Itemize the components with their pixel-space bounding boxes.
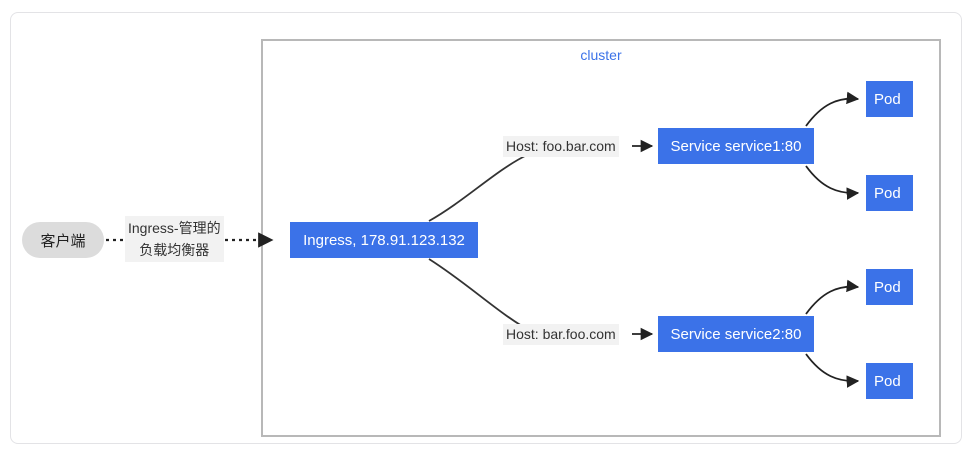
- ingress-node[interactable]: Ingress, 178.91.123.132: [290, 222, 478, 258]
- ingress-load-balancer-edge-label: Ingress-管理的 负载均衡器: [125, 216, 224, 262]
- ingress-lb-label-line2: 负载均衡器: [139, 242, 210, 258]
- client-node-label: 客户端: [40, 232, 86, 250]
- pod-3-node-label: Pod: [874, 278, 901, 296]
- service-1-node-label: Service service1:80: [670, 137, 802, 155]
- service-2-node-label: Service service2:80: [670, 325, 802, 343]
- pod-1-node-label: Pod: [874, 90, 901, 108]
- pod-1-node[interactable]: Pod: [866, 81, 913, 117]
- service-2-node[interactable]: Service service2:80: [658, 316, 814, 352]
- service-1-node[interactable]: Service service1:80: [658, 128, 814, 164]
- pod-3-node[interactable]: Pod: [866, 269, 913, 305]
- pod-2-node[interactable]: Pod: [866, 175, 913, 211]
- pod-2-node-label: Pod: [874, 184, 901, 202]
- ingress-lb-label-line1: Ingress-管理的: [128, 220, 221, 236]
- ingress-node-label: Ingress, 178.91.123.132: [303, 231, 465, 249]
- host-rule-foo-bar-com-label: Host: foo.bar.com: [503, 136, 619, 157]
- client-node[interactable]: 客户端: [22, 222, 104, 258]
- pod-4-node-label: Pod: [874, 372, 901, 390]
- pod-4-node[interactable]: Pod: [866, 363, 913, 399]
- host-rule-bar-foo-com-label: Host: bar.foo.com: [503, 324, 619, 345]
- cluster-label: cluster: [580, 47, 622, 63]
